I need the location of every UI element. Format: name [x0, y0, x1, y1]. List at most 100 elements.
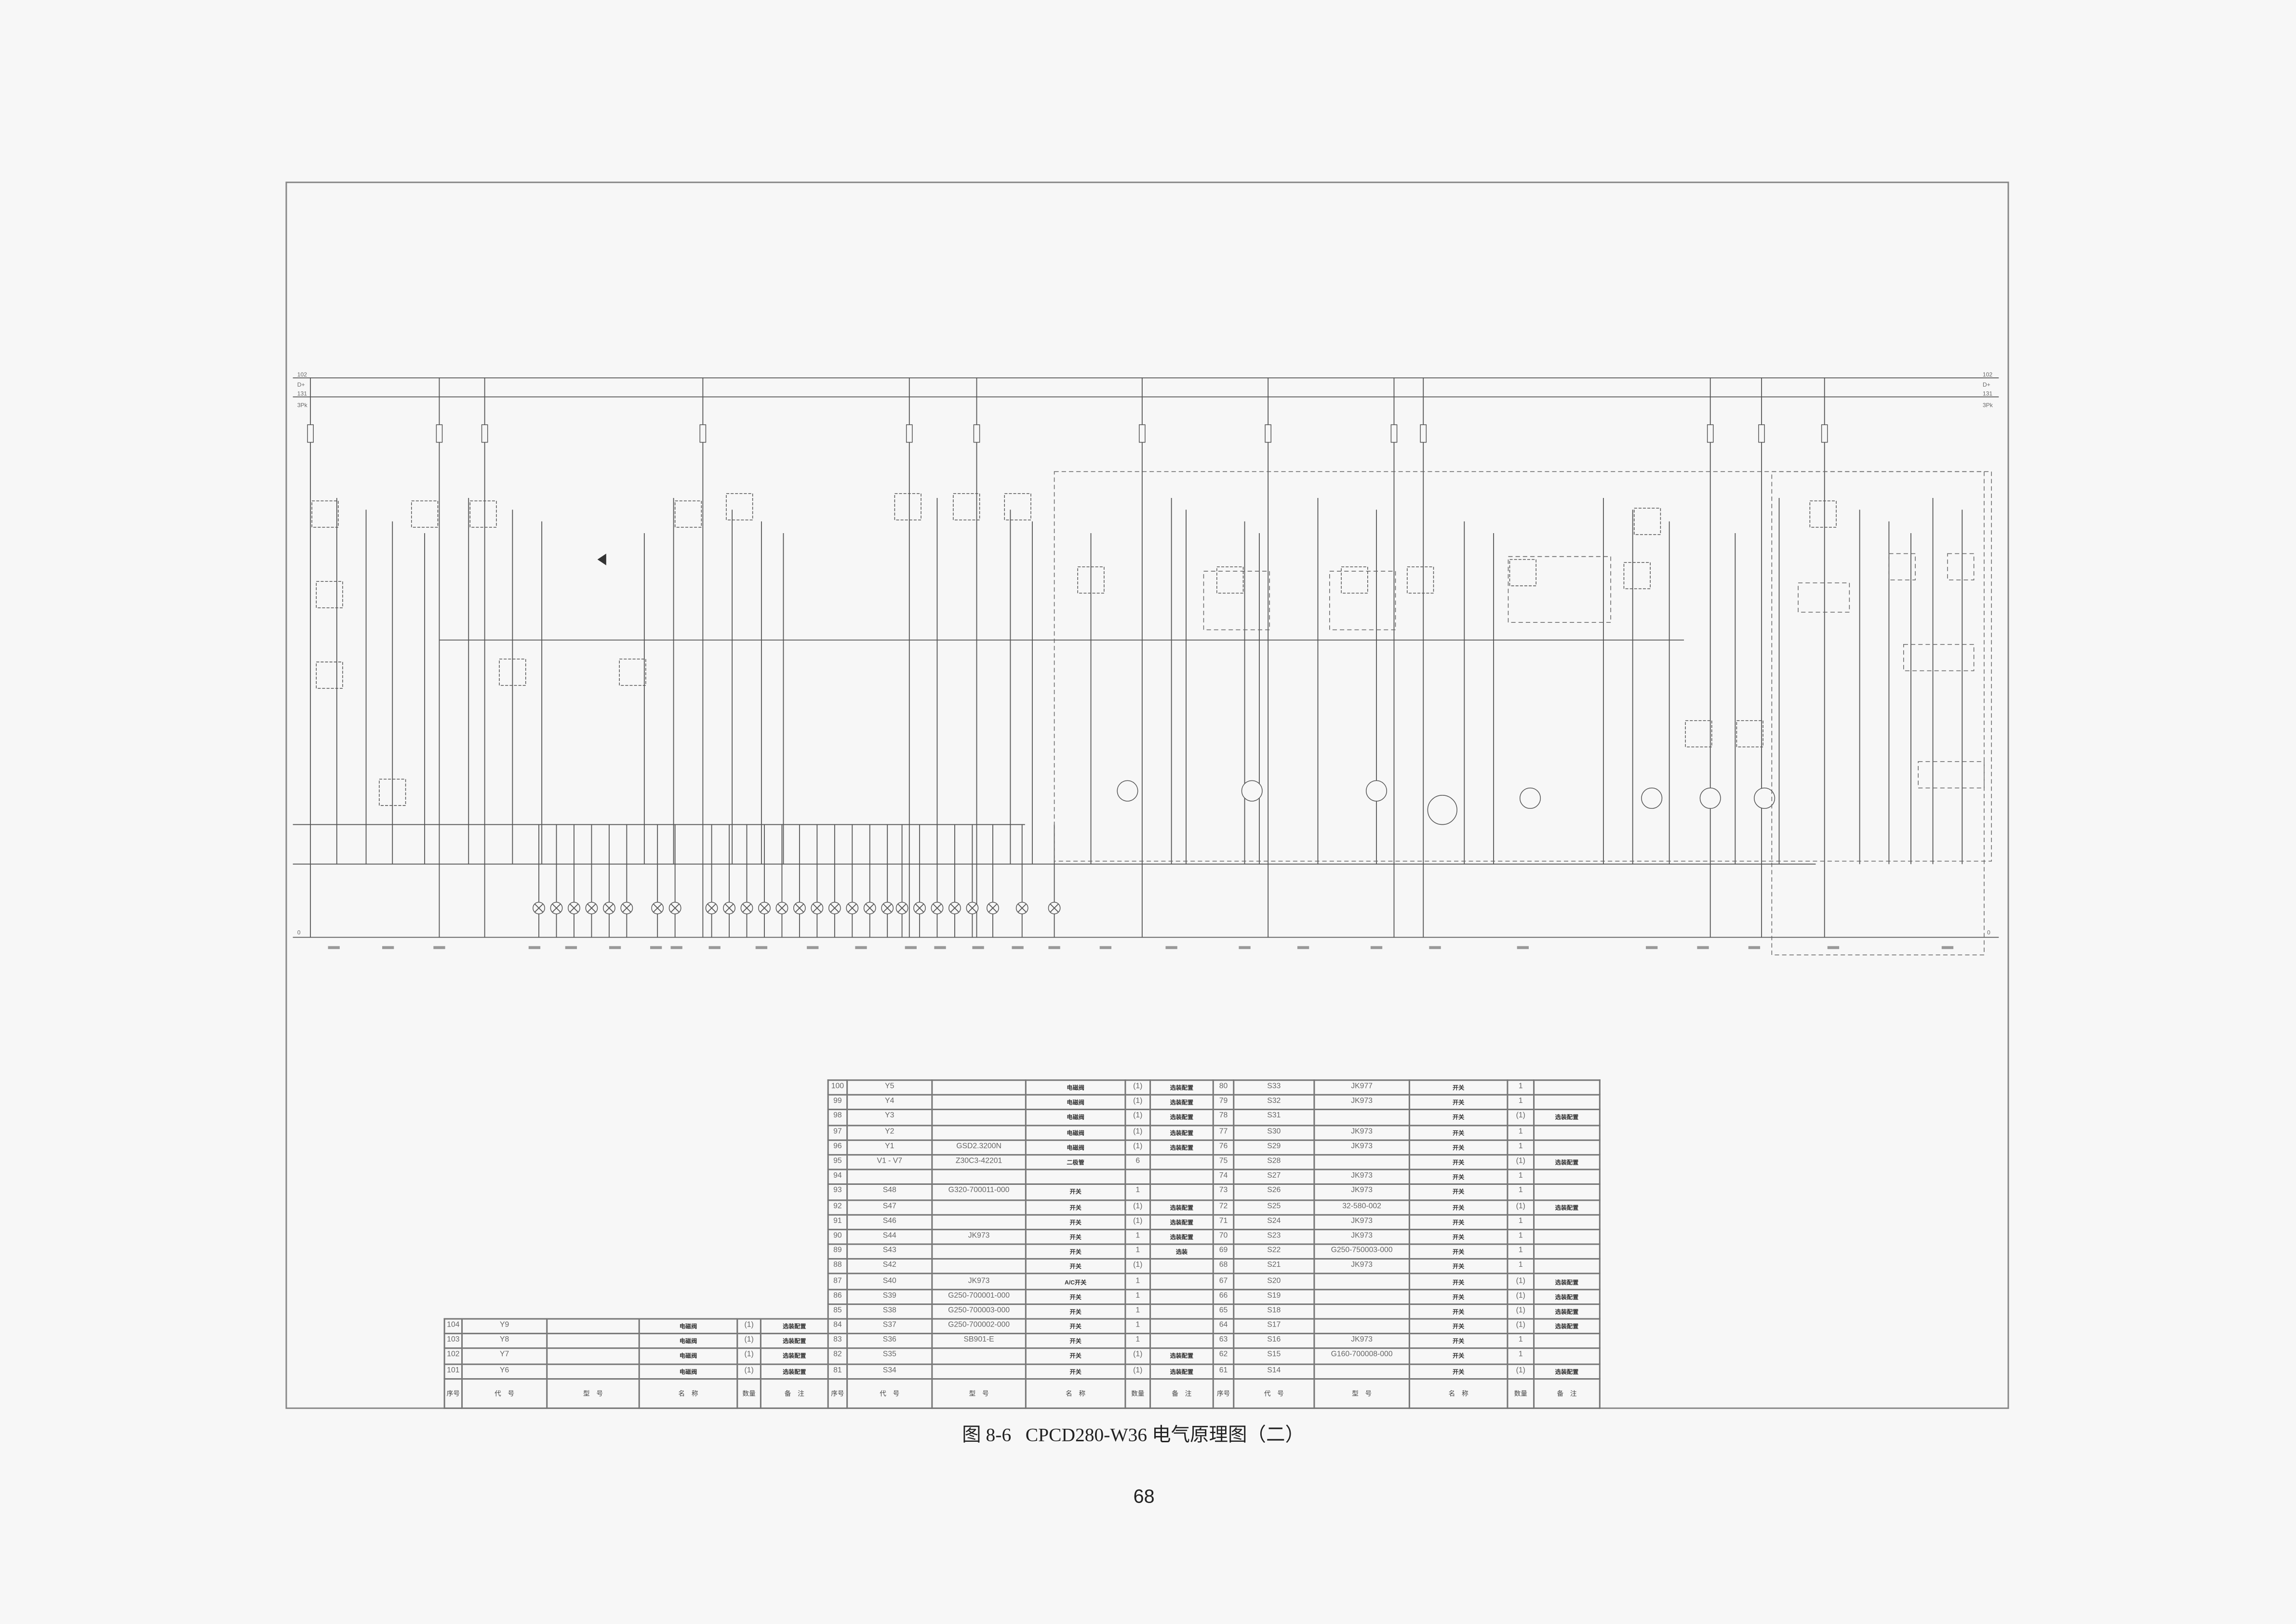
table-cell-code: V1 - V7 — [846, 1154, 933, 1171]
table-cell-no: 82 — [827, 1348, 848, 1365]
dashed-enclosure — [1329, 571, 1396, 631]
terminal-label-mark — [934, 946, 946, 949]
lamp-cross — [569, 903, 579, 913]
table-cell-remark: 选装配置 — [1533, 1154, 1601, 1171]
table-cell-model — [546, 1363, 640, 1380]
table-cell-qty: (1) — [1507, 1318, 1535, 1335]
relay-switch-icon — [1004, 493, 1031, 521]
table-cell-model: JK973 — [1313, 1228, 1410, 1245]
table-cell-no: 98 — [827, 1109, 848, 1126]
table-cell-name: 开关 — [1025, 1183, 1126, 1200]
table-cell-model: JK973 — [931, 1273, 1027, 1290]
table-cell-no: 78 — [1212, 1109, 1235, 1126]
table-cell-name: 开关 — [1408, 1109, 1508, 1126]
table-cell-4: 数量 — [1124, 1378, 1151, 1409]
terminal-label-mark — [905, 946, 917, 949]
table-cell-name: 开关 — [1408, 1258, 1508, 1275]
table-cell-remark — [1533, 1079, 1601, 1096]
table-cell-model — [1313, 1109, 1410, 1126]
table-cell-remark — [1533, 1228, 1601, 1245]
table-cell-name: 开关 — [1025, 1288, 1126, 1305]
table-cell-remark — [1533, 1183, 1601, 1200]
terminal-label-mark — [1941, 946, 1954, 949]
lamp-cross — [587, 903, 596, 913]
bus-label: 3Pk — [297, 402, 308, 409]
table-cell-remark — [1149, 1318, 1214, 1335]
table-cell-qty: (1) — [1124, 1079, 1151, 1096]
relay-switch-icon — [316, 661, 343, 689]
table-cell-no: 81 — [827, 1363, 848, 1380]
table-cell-code: S19 — [1233, 1288, 1315, 1305]
table-cell-remark: 选装配置 — [1533, 1363, 1601, 1380]
table-cell-remark: 选装配置 — [1533, 1288, 1601, 1305]
table-cell-model — [1313, 1154, 1410, 1171]
dashed-enclosure — [1054, 471, 1992, 862]
terminal-label-mark — [1517, 946, 1529, 949]
terminal-label-mark — [382, 946, 394, 949]
table-cell-model: JK973 — [1313, 1124, 1410, 1141]
table-cell-code: S38 — [846, 1303, 933, 1320]
table-cell-code: S18 — [1233, 1303, 1315, 1320]
table-cell-remark — [1149, 1168, 1214, 1185]
table-cell-no: 75 — [1212, 1154, 1235, 1171]
table-cell-model: JK973 — [931, 1228, 1027, 1245]
motor-icon — [1519, 787, 1541, 809]
table-cell-no: 77 — [1212, 1124, 1235, 1141]
table-cell-name: 开关 — [1025, 1258, 1126, 1275]
table-cell-remark: 选装配置 — [1149, 1079, 1214, 1096]
relay-switch-icon — [1685, 720, 1712, 748]
figure-caption: 图 8-6 CPCD280-W36 电气原理图（二） — [962, 1423, 1305, 1446]
table-cell-name: 开关 — [1408, 1139, 1508, 1156]
lamp-cross — [552, 903, 561, 913]
table-cell-code: Y7 — [461, 1348, 548, 1365]
table-cell-no: 76 — [1212, 1139, 1235, 1156]
table-cell-remark — [1533, 1348, 1601, 1365]
table-cell-code: Y4 — [846, 1094, 933, 1111]
fuse-icon — [1821, 424, 1828, 443]
table-cell-qty: 1 — [1507, 1243, 1535, 1260]
table-cell-name: 开关 — [1408, 1243, 1508, 1260]
table-cell-remark: 选装配置 — [760, 1333, 829, 1350]
table-cell-remark — [1533, 1213, 1601, 1230]
table-cell-remark: 选装配置 — [760, 1348, 829, 1365]
terminal-label-mark — [328, 946, 340, 949]
table-cell-no: 104 — [443, 1318, 463, 1335]
table-cell-model — [546, 1318, 640, 1335]
bus-label: 131 — [297, 390, 307, 397]
table-cell-remark: 选装配置 — [1533, 1273, 1601, 1290]
table-cell-qty: 1 — [1507, 1124, 1535, 1141]
table-cell-qty: (1) — [736, 1333, 761, 1350]
table-cell-qty: (1) — [1507, 1363, 1535, 1380]
table-cell-model — [931, 1124, 1027, 1141]
table-cell-no: 95 — [827, 1154, 848, 1171]
table-cell-qty: 1 — [1507, 1139, 1535, 1156]
table-cell-code: Y5 — [846, 1079, 933, 1096]
table-cell-remark: 选装 — [1149, 1243, 1214, 1260]
table-cell-name — [1025, 1168, 1126, 1185]
terminal-label-mark — [1099, 946, 1112, 949]
table-cell-code: S16 — [1233, 1333, 1315, 1350]
table-cell-qty: 1 — [1124, 1303, 1151, 1320]
lamp-cross — [670, 903, 680, 913]
table-cell-name: 开关 — [1025, 1228, 1126, 1245]
table-cell-qty: (1) — [1124, 1348, 1151, 1365]
table-cell-qty: 1 — [1507, 1213, 1535, 1230]
table-cell-remark — [1533, 1258, 1601, 1275]
table-cell-name: 电磁阀 — [638, 1318, 738, 1335]
table-cell-remark — [1149, 1303, 1214, 1320]
table-cell-name: 电磁阀 — [638, 1333, 738, 1350]
table-cell-code: Y6 — [461, 1363, 548, 1380]
table-cell-no: 65 — [1212, 1303, 1235, 1320]
fuse-icon — [1420, 424, 1427, 443]
table-cell-name: 开关 — [1408, 1228, 1508, 1245]
